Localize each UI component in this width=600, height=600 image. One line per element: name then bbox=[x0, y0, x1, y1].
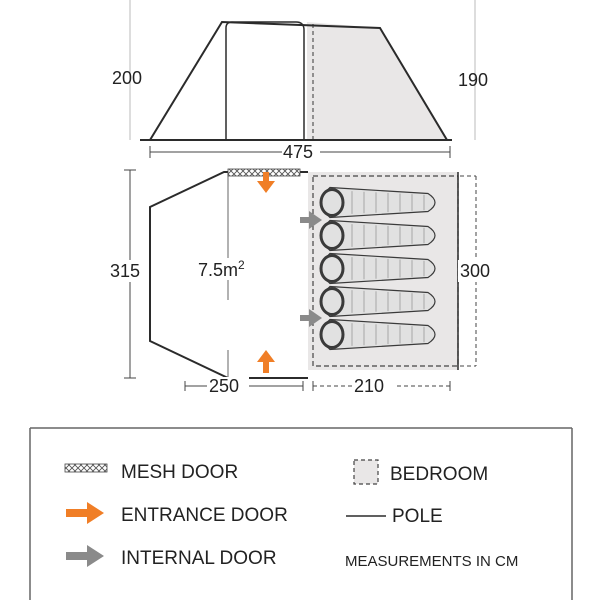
legend-pole: POLE bbox=[392, 506, 443, 527]
sleeping-bag-hood bbox=[319, 320, 345, 349]
living-length-label: 250 bbox=[209, 376, 239, 396]
legend-internal-shaft bbox=[66, 552, 88, 560]
legend-entrance-head bbox=[87, 502, 104, 524]
legend-internal-door: INTERNAL DOOR bbox=[121, 548, 277, 569]
bedroom-length-label-bg bbox=[352, 377, 394, 395]
sleeping-bag-hood bbox=[319, 221, 345, 250]
mesh-door-icon bbox=[64, 463, 108, 473]
legend-internal-head bbox=[87, 545, 104, 567]
internal-arrow-lower-head bbox=[309, 309, 322, 327]
bedroom-width-label: 300 bbox=[460, 261, 490, 281]
sleeping-bag-icon bbox=[319, 219, 436, 252]
entrance-arrow-bottom-head bbox=[257, 350, 275, 362]
legend-bedroom: BEDROOM bbox=[390, 464, 488, 485]
side-elevation: 200 190 bbox=[112, 0, 488, 141]
elevation-bedroom-fill bbox=[307, 22, 447, 140]
front-height-label: 200 bbox=[112, 68, 142, 88]
sleeping-bag-icon bbox=[319, 285, 436, 318]
legend-entrance-shaft bbox=[66, 509, 88, 517]
bedroom-length-label: 210 bbox=[354, 376, 384, 396]
entrance-arrow-icon bbox=[257, 350, 275, 373]
width-label-bg bbox=[110, 260, 150, 282]
internal-arrow-lower-shaft bbox=[300, 315, 310, 321]
living-area-label: 7.5m2 bbox=[198, 258, 245, 280]
sleeping-bag-icon bbox=[319, 318, 436, 351]
total-width-label: 315 bbox=[110, 261, 140, 281]
legend-entrance-door: ENTRANCE DOOR bbox=[121, 505, 288, 526]
sleeping-bag-hood bbox=[319, 254, 345, 283]
bedroom-swatch-icon bbox=[353, 459, 379, 485]
entrance-arrow-icon bbox=[66, 502, 104, 524]
total-length-label-bg bbox=[282, 143, 320, 161]
entrance-arrow-top-shaft bbox=[263, 172, 269, 182]
entrance-arrow-top-head bbox=[257, 181, 275, 193]
entrance-arrow-bottom-shaft bbox=[263, 361, 269, 373]
sleeping-bag-hood bbox=[319, 287, 345, 316]
total-length-dimension: 475 bbox=[149, 142, 451, 162]
legend-mesh-door: MESH DOOR bbox=[121, 462, 238, 483]
internal-arrow-icon bbox=[300, 309, 322, 327]
sleeping-bag-icon bbox=[319, 186, 436, 219]
sleeping-bags bbox=[319, 186, 436, 351]
living-length-label-bg bbox=[207, 377, 249, 395]
legend-measurements: MEASUREMENTS IN CM bbox=[345, 553, 518, 570]
internal-arrow-upper-shaft bbox=[300, 217, 310, 223]
rear-height-label: 190 bbox=[458, 70, 488, 90]
bedroom-width-label-bg bbox=[458, 260, 498, 282]
legend: MESH DOOR ENTRANCE DOOR INTERNAL DOOR BE… bbox=[29, 427, 573, 600]
sleeping-bag-icon bbox=[319, 252, 436, 285]
living-area-label-bg bbox=[195, 258, 255, 280]
floor-plan: 315 7.5m2 bbox=[110, 168, 498, 396]
elevation-door-panel bbox=[225, 21, 305, 140]
internal-arrow-icon bbox=[300, 211, 322, 229]
internal-arrow-icon bbox=[66, 545, 104, 567]
total-length-label: 475 bbox=[283, 142, 313, 162]
internal-arrow-upper-head bbox=[309, 211, 322, 229]
sleeping-bag-hood bbox=[319, 188, 345, 217]
entrance-arrow-icon bbox=[257, 172, 275, 193]
